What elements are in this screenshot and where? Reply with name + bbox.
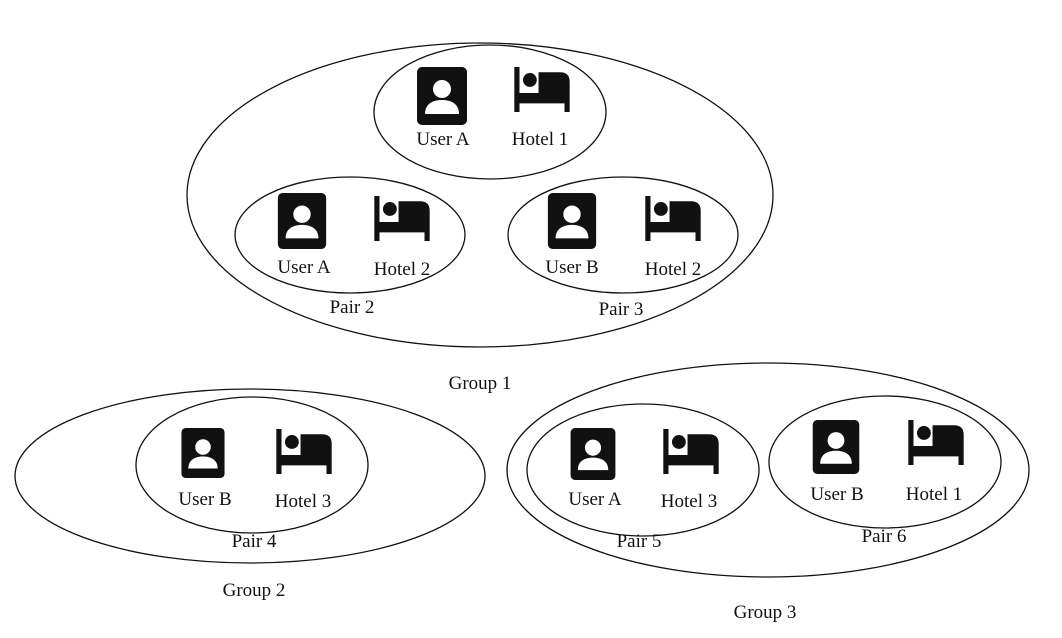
group-2-label: Group 2 <box>223 580 286 601</box>
group-3-label: Group 3 <box>734 602 797 623</box>
group-2-boundary <box>14 388 486 564</box>
group-1-pair-3: User B Hotel 2 Pair 3 <box>507 176 739 320</box>
user-icon <box>812 420 860 474</box>
user-icon <box>570 428 616 480</box>
bed-icon <box>514 67 570 112</box>
bed-icon <box>645 196 701 241</box>
pair-boundary <box>768 395 1002 529</box>
group-1-label: Group 1 <box>449 373 512 394</box>
hotel-label: Hotel 1 <box>906 484 962 505</box>
hotel-label: Hotel 3 <box>275 491 331 512</box>
group-3-pair-6: User B Hotel 1 Pair 6 <box>768 395 1002 547</box>
user-icon <box>181 428 225 478</box>
pair-label: Pair 5 <box>617 531 662 552</box>
bed-icon <box>276 429 332 474</box>
user-label: User A <box>568 489 622 510</box>
user-icon <box>547 193 597 249</box>
bed-icon <box>374 196 430 241</box>
user-icon <box>417 67 467 125</box>
group-2: Group 2 User B Hotel 3 Pair 4 <box>14 388 486 601</box>
pair-boundary <box>526 403 760 537</box>
user-label: User A <box>277 257 331 278</box>
hotel-label: Hotel 1 <box>512 129 568 150</box>
group-3-boundary <box>506 362 1030 578</box>
bed-icon <box>663 429 719 474</box>
group-3-pair-5: User A Hotel 3 Pair 5 <box>526 403 760 552</box>
pair-boundary <box>135 396 369 534</box>
user-icon <box>277 193 327 249</box>
bed-icon <box>908 420 964 465</box>
user-label: User B <box>178 489 231 510</box>
pair-boundary <box>507 176 739 294</box>
group-1-pair-1: User A Hotel 1 <box>373 44 607 180</box>
pair-label: Pair 6 <box>862 526 907 547</box>
pair-boundary <box>234 176 466 294</box>
group-1: Group 1 User A Hotel 1 User A Hotel 2 Pa… <box>186 42 774 394</box>
group-3: Group 3 User A Hotel 3 Pair 5 User B Hot… <box>506 362 1030 623</box>
pair-label: Pair 3 <box>599 299 644 320</box>
user-label: User B <box>810 484 863 505</box>
user-label: User B <box>545 257 598 278</box>
hotel-label: Hotel 3 <box>661 491 717 512</box>
pair-label: Pair 4 <box>232 531 277 552</box>
user-label: User A <box>416 129 470 150</box>
pair-label: Pair 2 <box>330 297 375 318</box>
group-1-pair-2: User A Hotel 2 Pair 2 <box>234 176 466 318</box>
hotel-label: Hotel 2 <box>645 259 701 280</box>
hotel-label: Hotel 2 <box>374 259 430 280</box>
group-1-boundary <box>186 42 774 348</box>
group-2-pair-4: User B Hotel 3 Pair 4 <box>135 396 369 552</box>
pair-boundary <box>373 44 607 180</box>
